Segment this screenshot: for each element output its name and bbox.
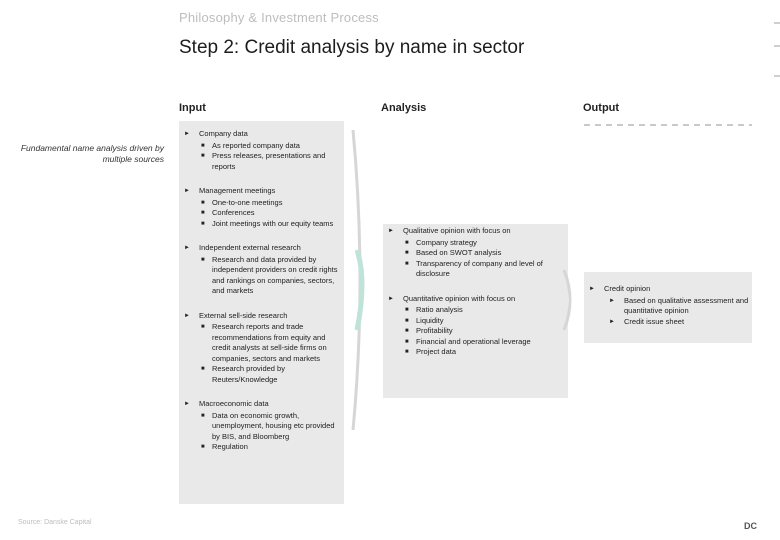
section-label: Qualitative opinion with focus on (403, 226, 511, 235)
column-header-output: Output (583, 102, 620, 114)
footer-source: Source: Danske Capital (18, 519, 92, 526)
list-item: Ratio analysis (403, 305, 568, 316)
input-section-independent: Independent external research Research a… (179, 243, 344, 297)
section-label: Macroeconomic data (199, 399, 269, 408)
list-item: Profitability (403, 326, 568, 337)
connector-highlight (354, 249, 365, 331)
marker (774, 75, 780, 77)
input-box: Company data As reported company data Pr… (179, 121, 344, 504)
list-item: Press releases, presentations and report… (199, 151, 344, 172)
header-subtitle: Philosophy & Investment Process (179, 10, 379, 25)
output-header-rule (584, 124, 752, 126)
arrow-curve (562, 270, 572, 330)
page-title: Step 2: Credit analysis by name in secto… (179, 37, 525, 58)
list-item: Research provided by Reuters/Knowledge (199, 364, 344, 385)
list-item: Based on SWOT analysis (403, 248, 568, 259)
analysis-section-quantitative: Quantitative opinion with focus on Ratio… (383, 294, 568, 358)
list-item: Transparency of company and level of dis… (403, 259, 568, 280)
input-section-management: Management meetings One-to-one meetings … (179, 186, 344, 229)
section-label: Company data (199, 129, 248, 138)
list-item: Regulation (199, 442, 344, 453)
list-item: As reported company data (199, 141, 344, 152)
list-item: Liquidity (403, 316, 568, 327)
input-section-macro: Macroeconomic data Data on economic grow… (179, 399, 344, 453)
analysis-section-qualitative: Qualitative opinion with focus on Compan… (383, 226, 568, 280)
flow-arrow (562, 270, 572, 330)
list-item: Data on economic growth, unemployment, h… (199, 411, 344, 443)
section-label: Independent external research (199, 243, 301, 252)
input-section-company: Company data As reported company data Pr… (179, 129, 344, 172)
marker (774, 45, 780, 47)
analysis-box: Qualitative opinion with focus on Compan… (383, 224, 568, 398)
marker (774, 22, 780, 24)
input-section-external: External sell-side research Research rep… (179, 311, 344, 386)
output-box: Credit opinion Based on qualitative asse… (584, 272, 752, 343)
list-item: Conferences (199, 208, 344, 219)
list-item: Based on qualitative assessment and quan… (604, 296, 752, 317)
company-logo: DC (744, 521, 757, 531)
section-label: Management meetings (199, 186, 276, 195)
section-label: Credit opinion (604, 284, 651, 293)
list-item: Research reports and trade recommendatio… (199, 322, 344, 364)
connector-curve (351, 130, 362, 430)
column-header-analysis: Analysis (381, 102, 427, 114)
list-item: Financial and operational leverage (403, 337, 568, 348)
list-item: Research and data provided by independen… (199, 255, 344, 297)
list-item: Company strategy (403, 238, 568, 249)
flow-connector (351, 130, 365, 430)
list-item: Credit issue sheet (604, 317, 752, 328)
output-section-credit: Credit opinion Based on qualitative asse… (584, 284, 752, 327)
list-item: Joint meetings with our equity teams (199, 219, 344, 230)
list-item: Project data (403, 347, 568, 358)
list-item: One-to-one meetings (199, 198, 344, 209)
side-note: Fundamental name analysis driven by mult… (20, 143, 164, 164)
section-label: Quantitative opinion with focus on (403, 293, 516, 303)
column-header-input: Input (179, 102, 206, 114)
section-label: External sell-side research (199, 310, 288, 320)
